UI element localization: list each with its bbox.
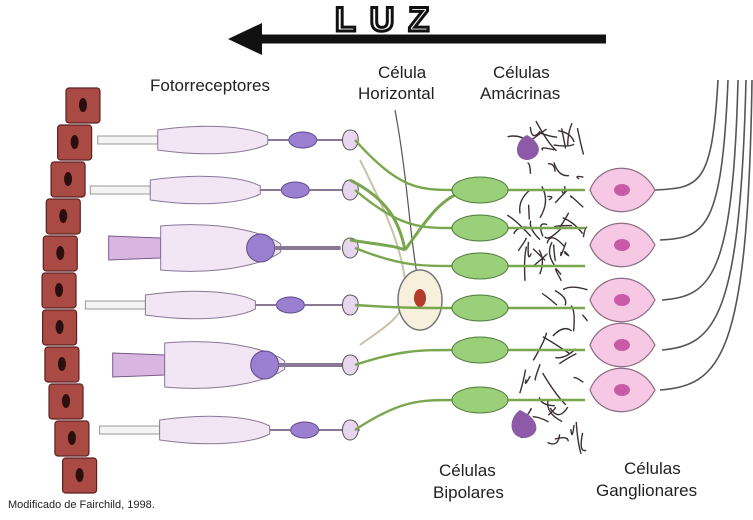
amacrine-dendrite xyxy=(564,251,569,256)
amacrine-dendrite xyxy=(550,407,568,415)
amacrine-dendrite xyxy=(535,364,540,380)
amacrine-dendrite xyxy=(536,121,557,151)
amacrine-dendrite xyxy=(571,306,574,332)
epithelium-nucleus xyxy=(56,246,64,260)
epithelium-nucleus xyxy=(62,394,70,408)
amacrine-dendrite xyxy=(542,148,554,150)
amacrine-dendrite xyxy=(529,205,530,220)
amacrine-dendrite xyxy=(528,163,531,174)
pigment-epithelium xyxy=(42,88,100,493)
ganglion-cell xyxy=(590,223,655,267)
amacrine-dendrite xyxy=(554,226,572,227)
rod-cell xyxy=(100,416,360,444)
amacrine-dendrite xyxy=(541,224,548,236)
bipolar-label-line1: Células xyxy=(439,460,496,481)
epithelium-nucleus xyxy=(55,283,63,297)
amacrine-label-line2: Amácrinas xyxy=(480,83,560,104)
amacrine-dendrite xyxy=(547,196,551,200)
amacrine-dendrite xyxy=(525,246,527,280)
amacrine-dendrite xyxy=(518,238,526,250)
bipolar-label-line2: Bipolares xyxy=(433,482,504,503)
horizontal-cell-label-line1: Célula xyxy=(378,62,426,83)
amacrine-dendrite xyxy=(525,376,530,383)
rod-cell xyxy=(98,126,359,154)
amacrine-dendrite xyxy=(545,229,561,238)
source-credit: Modificado de Fairchild, 1998. xyxy=(8,499,155,511)
amacrine-dendrite xyxy=(533,417,549,422)
amacrine-dendrite xyxy=(571,425,574,434)
amacrine-dendrite xyxy=(554,144,574,146)
ganglion-axons xyxy=(655,80,752,390)
amacrine-dendrite xyxy=(539,397,555,405)
cone-cell xyxy=(109,225,359,272)
amacrine-dendrite xyxy=(555,190,568,203)
amacrine-dendrite xyxy=(577,128,583,155)
amacrine-dendrite xyxy=(548,434,560,444)
photoreceptors-label: Fotorreceptores xyxy=(150,75,270,96)
bipolar-layer xyxy=(350,140,585,430)
ganglion-cell xyxy=(590,278,655,322)
amacrine-dendrite xyxy=(553,329,572,336)
ganglion-layer xyxy=(590,168,655,412)
amacrine-dendrite xyxy=(574,378,584,383)
light-label: LUZ xyxy=(335,2,443,38)
amacrine-dendrite xyxy=(577,176,583,178)
amacrine-label-line1: Células xyxy=(493,62,550,83)
rod-cell xyxy=(90,176,358,204)
amacrine-dendrite xyxy=(539,250,542,274)
amacrine-dendrite xyxy=(576,422,581,454)
amacrine-dendrite xyxy=(507,215,531,236)
cone-cell xyxy=(113,342,359,389)
amacrine-dendrite xyxy=(533,333,546,361)
epithelium-nucleus xyxy=(64,172,72,186)
ganglion-label-line2: Ganglionares xyxy=(596,480,697,501)
epithelium-nucleus xyxy=(71,135,79,149)
epithelium-nucleus xyxy=(59,209,67,223)
epithelium-nucleus xyxy=(56,320,64,334)
epithelium-nucleus xyxy=(68,431,76,445)
amacrine-dendrite xyxy=(554,163,569,176)
amacrine-dendrite xyxy=(530,221,540,240)
amacrine-dendrite xyxy=(556,269,562,281)
amacrine-dendrite xyxy=(547,238,565,247)
amacrine-dendrite xyxy=(571,196,584,207)
ganglion-cell xyxy=(590,168,655,212)
ganglion-cell xyxy=(590,323,655,367)
amacrine-dendrite xyxy=(554,245,556,261)
photoreceptor-layer xyxy=(85,126,359,444)
amacrine-dendrite xyxy=(555,291,566,306)
amacrine-dendrite xyxy=(520,370,526,394)
amacrine-dendrite xyxy=(558,131,574,142)
amacrine-dendrite xyxy=(581,433,586,451)
epithelium-nucleus xyxy=(79,98,87,112)
ganglion-cell xyxy=(590,368,655,412)
ganglion-label-line1: Células xyxy=(624,458,681,479)
amacrine-mesh xyxy=(507,121,587,454)
amacrine-dendrite xyxy=(528,409,531,415)
amacrine-dendrite xyxy=(548,400,562,422)
bipolar-cell xyxy=(355,248,585,279)
rod-cell xyxy=(85,291,358,319)
horizontal-cell-label-line2: Horizontal xyxy=(358,83,435,104)
amacrine-dendrite xyxy=(555,438,568,442)
amacrine-dendrite xyxy=(528,242,531,257)
epithelium-nucleus xyxy=(76,468,84,482)
amacrine-dendrite xyxy=(563,287,587,290)
amacrine-dendrite xyxy=(583,315,588,321)
amacrine-dendrite xyxy=(542,294,557,305)
epithelium-nucleus xyxy=(58,357,66,371)
amacrine-cells xyxy=(512,135,539,438)
